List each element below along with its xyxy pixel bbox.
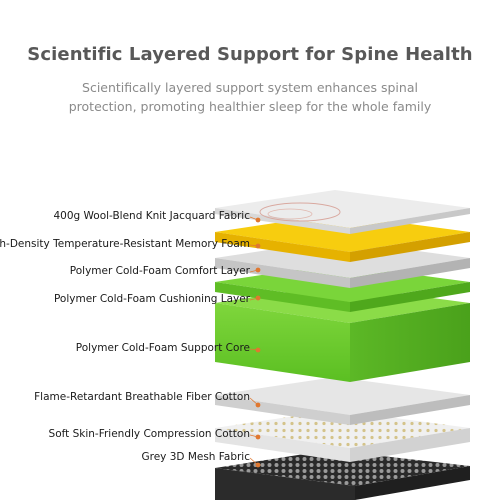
layer-label-cushioning: Polymer Cold-Foam Cushioning Layer: [53, 293, 250, 305]
leader-dot: [255, 434, 261, 440]
layer-label-jacquard: 400g Wool-Blend Knit Jacquard Fabric: [53, 210, 250, 222]
leader-dot: [255, 402, 261, 408]
leader-dot: [255, 267, 261, 273]
layer-mesh-fabric: [215, 450, 470, 500]
layer-label-fiber-cotton: Flame-Retardant Breathable Fiber Cotton: [34, 391, 250, 403]
layer-label-mesh-fabric: Grey 3D Mesh Fabric: [141, 451, 250, 463]
leader-dot: [255, 217, 261, 223]
jacquard-logo-pattern: [259, 202, 341, 222]
layer-label-support-core: Polymer Cold-Foam Support Core: [75, 342, 250, 354]
page-subtitle: Scientifically layered support system en…: [68, 80, 432, 114]
page-title: Scientific Layered Support for Spine Hea…: [27, 44, 473, 65]
layer-label-comfort: Polymer Cold-Foam Comfort Layer: [69, 265, 250, 277]
layer-label-memory-foam: High-Density Temperature-Resistant Memor…: [0, 238, 250, 250]
leader-dot: [255, 243, 261, 249]
layer-fiber-cotton: [215, 377, 470, 425]
leader-dot: [255, 295, 261, 301]
layer-label-compression-cotton: Soft Skin-Friendly Compression Cotton: [48, 428, 250, 440]
leader-dot: [255, 462, 261, 468]
layer-compression-cotton: [215, 410, 470, 462]
leader-dot: [255, 347, 261, 353]
layer-jacquard-fabric: [215, 190, 470, 234]
